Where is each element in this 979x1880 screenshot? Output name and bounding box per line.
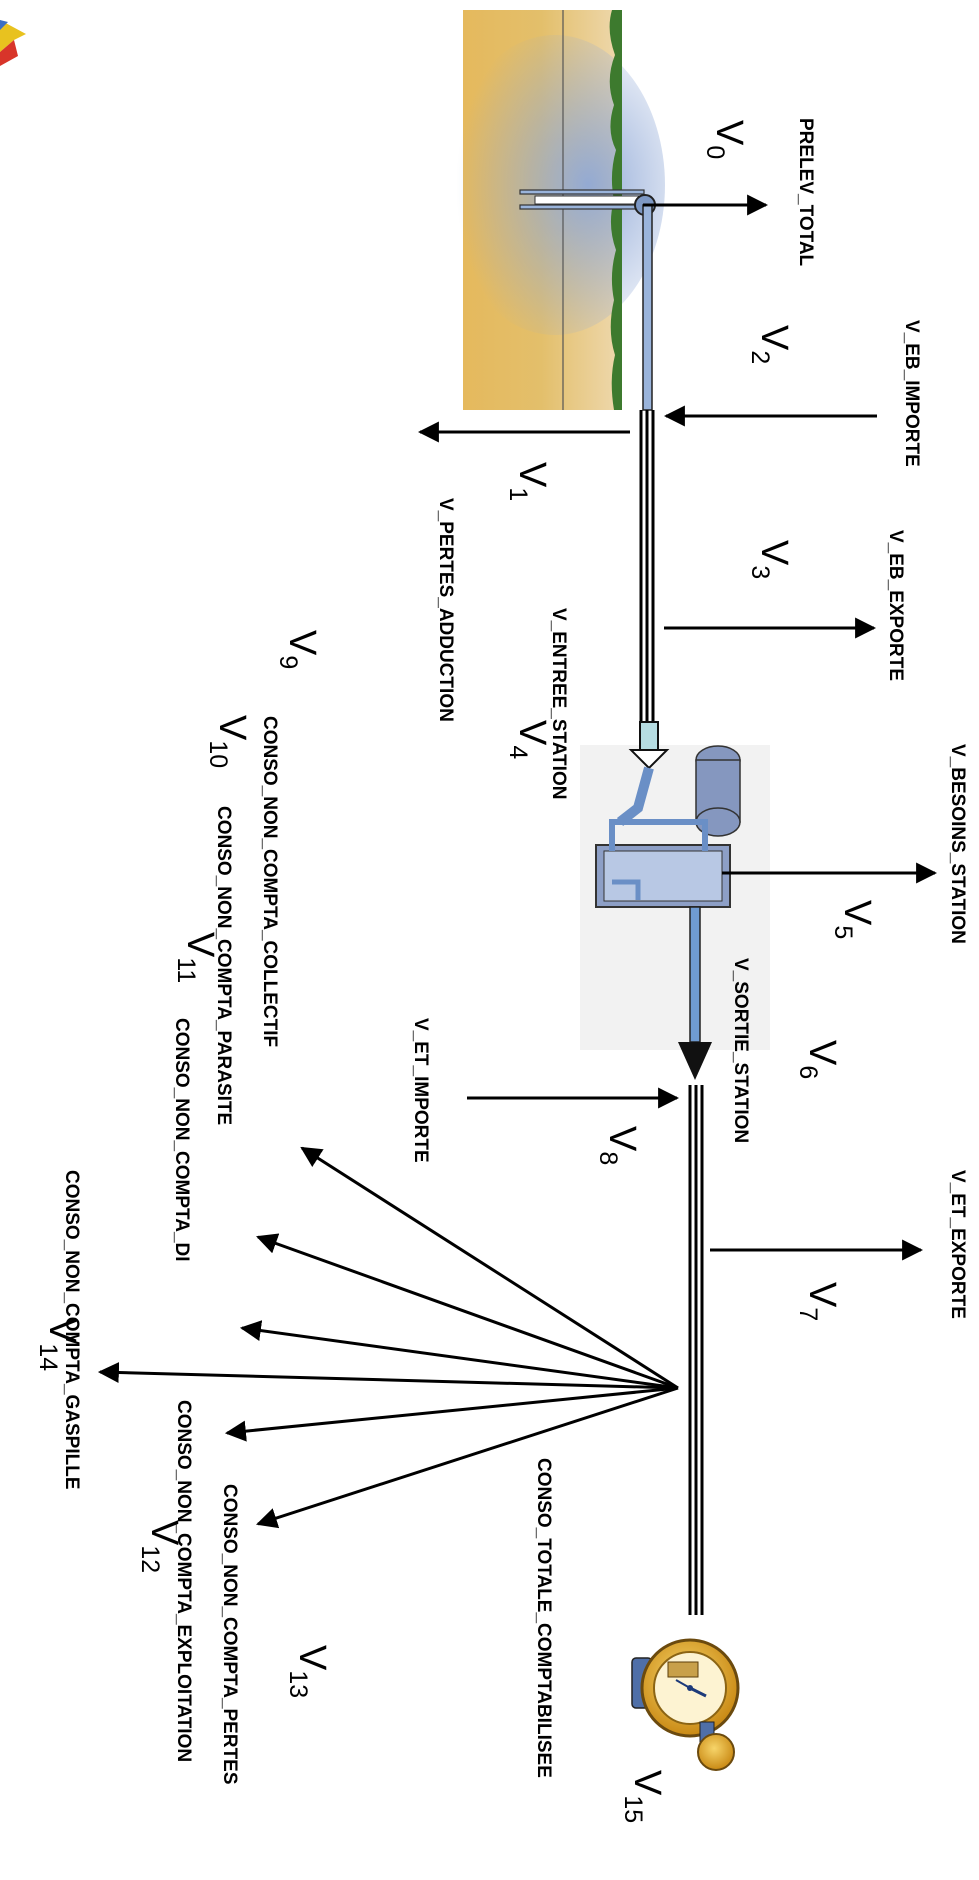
label-prelev-total: PRELEV_TOTAL [795, 118, 816, 267]
label-v-eb-importe: V_EB_IMPORTE [901, 320, 922, 467]
treatment-station-icon [580, 721, 770, 1080]
volume-label-v9: V9 [274, 630, 323, 669]
volume-label-v0: V0 [701, 120, 750, 159]
label-v-pertes-adduction: V_PERTES_ADDUCTION [435, 498, 456, 722]
arrow-conso-collectif [300, 1146, 679, 1390]
volume-label-v10: V10 [204, 715, 253, 768]
label-v-entree-station: V_ENTREE_STATION [548, 608, 569, 799]
label-v-sortie-station: V_SORTIE_STATION [730, 958, 751, 1143]
label-conso-totale-comptabilisee: CONSO_TOTALE_COMPTABILISEE [533, 1458, 554, 1778]
volume-label-v4: V4 [504, 720, 553, 759]
volume-label-v13: V13 [284, 1645, 333, 1698]
volume-label-v1: V1 [504, 462, 553, 501]
flow-labels: PRELEV_TOTAL V_EB_IMPORTE V_PERTES_ADDUC… [61, 118, 968, 1785]
volume-label-v3: V3 [746, 540, 795, 579]
adduction-pipe [639, 410, 655, 722]
label-v-besoins-station: V_BESOINS_STATION [947, 744, 968, 944]
distribution-pipe [688, 1085, 704, 1615]
label-v-eb-exporte: V_EB_EXPORTE [885, 530, 906, 681]
flow-arrows [97, 194, 938, 1529]
arrow-conso-gaspille [97, 1362, 679, 1390]
arrow-conso-exploitation [224, 1386, 679, 1442]
volume-label-v12: V12 [136, 1520, 185, 1573]
label-conso-non-compta-di: CONSO_NON_COMPTA_DI [171, 1018, 192, 1262]
volume-labels: V0 V1 V2 V3 V4 V5 V6 V7 V8 V9 V10 V11 V1… [34, 120, 878, 1823]
volume-label-v2: V2 [746, 325, 795, 364]
label-conso-non-compta-collectif: CONSO_NON_COMPTA_COLLECTIF [259, 716, 280, 1047]
arrow-conso-di [239, 1320, 679, 1390]
volume-label-v15: V15 [619, 1770, 668, 1823]
volume-label-v5: V5 [829, 900, 878, 939]
well-icon [445, 10, 665, 411]
logo-icon [0, 20, 26, 66]
arrow-conso-parasite [256, 1233, 679, 1390]
volume-label-v8: V8 [594, 1126, 643, 1165]
label-conso-non-compta-parasite: CONSO_NON_COMPTA_PARASITE [213, 806, 234, 1125]
label-v-et-importe: V_ET_IMPORTE [410, 1018, 431, 1163]
label-conso-non-compta-exploitation: CONSO_NON_COMPTA_EXPLOITATION [173, 1400, 194, 1762]
arrow-conso-pertes [256, 1386, 679, 1529]
volume-label-v6: V6 [794, 1040, 843, 1079]
volume-label-v14: V14 [34, 1318, 83, 1371]
volume-label-v7: V7 [794, 1282, 843, 1321]
volume-label-v11: V11 [172, 932, 221, 983]
label-conso-non-compta-gaspille: CONSO_NON_COMPTA_GASPILLE [61, 1170, 82, 1490]
label-v-et-exporte: V_ET_EXPORTE [947, 1170, 968, 1319]
water-meter-icon [631, 1638, 740, 1771]
label-conso-non-compta-pertes: CONSO_NON_COMPTA_PERTES [219, 1484, 240, 1785]
